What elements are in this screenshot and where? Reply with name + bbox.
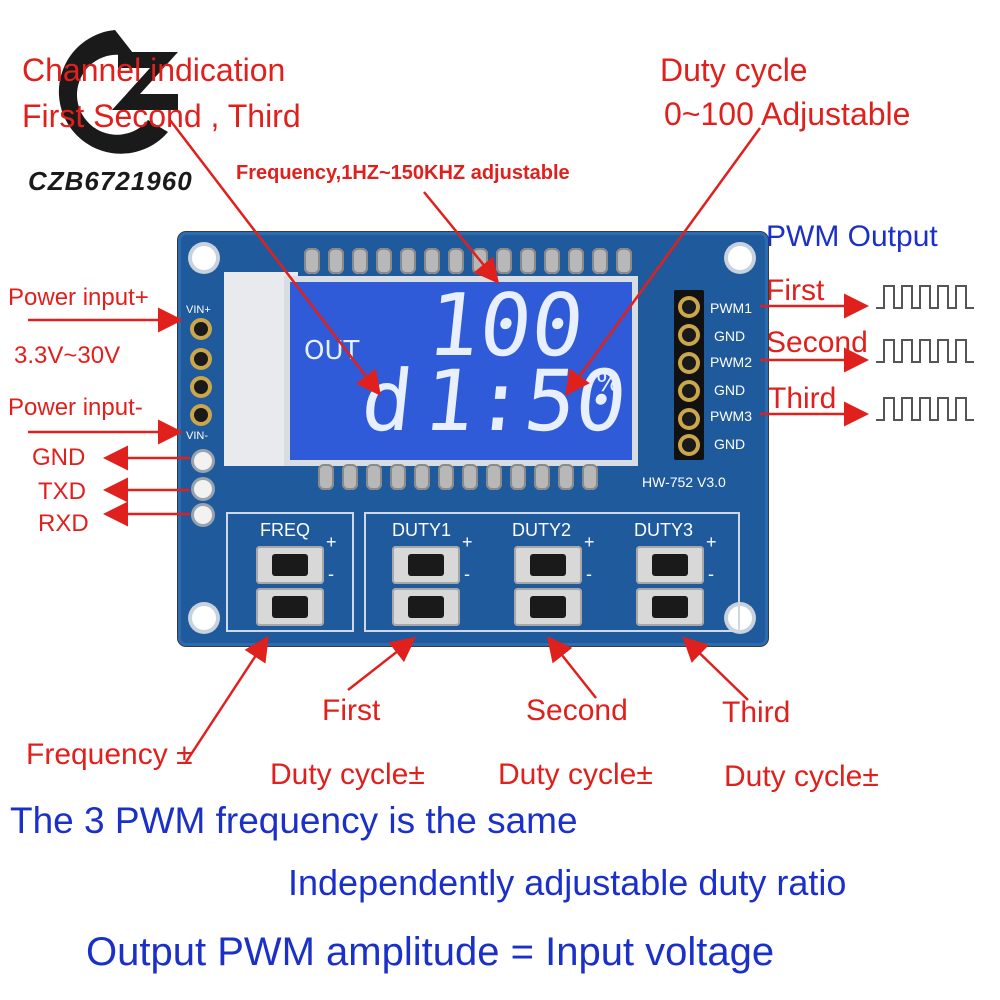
duty3-silk: DUTY3 [634, 520, 694, 540]
footer-line-3: Output PWM amplitude = Input voltage [86, 930, 775, 974]
pwm1-silk: PWM1 [710, 300, 752, 316]
btn-second-label: Second [526, 694, 628, 727]
duty2-adjust-label: Duty cycle± [498, 758, 653, 791]
duty3-plus-silk: + [706, 532, 717, 552]
duty3-minus-button[interactable] [636, 588, 704, 626]
channel-indication-label: Channel indication [22, 52, 286, 88]
gnd3-silk: GND [714, 436, 746, 452]
mount-hole-tl [192, 246, 216, 270]
pwm2-silk: PWM2 [710, 354, 752, 370]
output-header [674, 290, 704, 460]
lcd-out-label: OUT [304, 336, 360, 366]
voltage-range-label: 3.3V~30V [14, 342, 121, 369]
pwm3-waveform [876, 397, 974, 421]
freq-plus-silk: + [326, 532, 337, 552]
vin-plus-pin [194, 322, 208, 336]
pwm-output-label: PWM Output [766, 220, 938, 253]
gnd1-silk: GND [714, 328, 746, 344]
duty1-adjust-label: Duty cycle± [270, 758, 425, 791]
rxd-pad [194, 506, 212, 524]
duty2-minus-silk: - [586, 564, 592, 584]
lcd-percent-sign: % [596, 368, 621, 398]
freq-minus-silk: - [328, 564, 334, 584]
footer-line-2: Independently adjustable duty ratio [288, 862, 847, 903]
pwm3-pin [682, 412, 696, 426]
duty1-plus-button[interactable] [392, 546, 460, 584]
duty-range-label: 0~100 Adjustable [664, 96, 911, 132]
duty2-minus-button[interactable] [514, 588, 582, 626]
output-first-label: First [766, 274, 825, 307]
pwm1-waveform [876, 285, 974, 309]
freq-minus-button[interactable] [256, 588, 324, 626]
channel-list-label: First Second , Third [22, 98, 301, 134]
gnd-pad [194, 452, 212, 470]
gnd3-pin [682, 438, 696, 452]
board-model-silk: HW-752 V3.0 [642, 474, 726, 490]
pwm2-waveform [876, 339, 974, 363]
duty3-plus-button[interactable] [636, 546, 704, 584]
header-pin-2 [194, 352, 208, 366]
frequency-adjust-label: Frequency ± [26, 738, 193, 771]
gnd2-silk: GND [714, 382, 746, 398]
duty2-plus-button[interactable] [514, 546, 582, 584]
duty-button-box [364, 512, 740, 632]
pwm3-silk: PWM3 [710, 408, 752, 424]
freq-button-box [226, 512, 354, 632]
duty2-plus-silk: + [584, 532, 595, 552]
frequency-range-label: Frequency,1HZ~150KHZ adjustable [236, 162, 570, 184]
brand-logo [40, 22, 190, 172]
gnd-label: GND [32, 444, 86, 471]
duty1-minus-silk: - [464, 564, 470, 584]
freq-silk: FREQ [260, 520, 311, 540]
pwm2-pin [682, 356, 696, 370]
mount-hole-tr [728, 246, 752, 270]
freq-plus-button[interactable] [256, 546, 324, 584]
duty1-minus-button[interactable] [392, 588, 460, 626]
mount-hole-br [728, 606, 752, 630]
footer-line-1: The 3 PWM frequency is the same [10, 800, 578, 841]
vin-minus-pin [194, 408, 208, 422]
btn-third-label: Third [722, 696, 791, 729]
mount-hole-bl [192, 606, 216, 630]
gnd1-pin [682, 328, 696, 342]
vin-minus-silk: VIN- [186, 430, 208, 442]
duty-cycle-label: Duty cycle [660, 52, 808, 88]
power-input-plus-label: Power input+ [8, 284, 149, 311]
duty3-adjust-label: Duty cycle± [724, 760, 879, 793]
rxd-label: RXD [38, 510, 89, 537]
duty3-minus-silk: - [708, 564, 714, 584]
btn-first-label: First [322, 694, 381, 727]
duty2-silk: DUTY2 [512, 520, 572, 540]
header-pin-3 [194, 380, 208, 394]
vin-plus-silk: VIN+ [186, 304, 211, 316]
brand-logo-mark [58, 30, 178, 154]
txd-pad [194, 480, 212, 498]
pwm1-pin [682, 300, 696, 314]
pwm-generator-board: VIN+ VIN- OUT 100 d 1:50 % P [178, 232, 768, 646]
output-third-label: Third [768, 382, 837, 415]
brand-logo-text: CZB6721960 [28, 166, 193, 196]
duty1-plus-silk: + [462, 532, 473, 552]
txd-label: TXD [38, 478, 86, 505]
power-input-minus-label: Power input- [8, 394, 143, 421]
gnd2-pin [682, 384, 696, 398]
lcd-backlight-housing [224, 272, 298, 466]
duty1-silk: DUTY1 [392, 520, 452, 540]
